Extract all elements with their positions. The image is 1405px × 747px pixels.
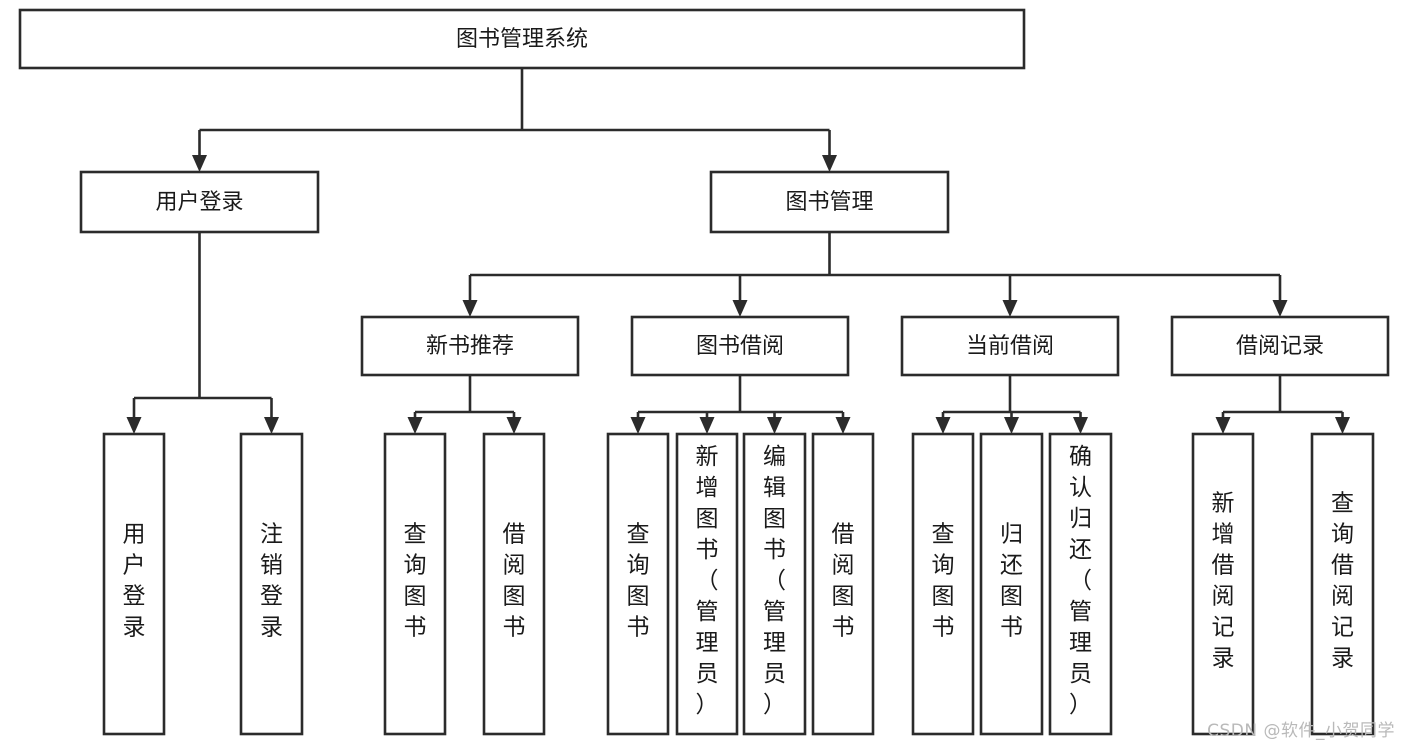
node-leaf-edit-book[interactable]: 编辑图书（管理员） (742, 432, 807, 736)
node-leaf-add-record-label: 新增借阅记录 (1212, 491, 1235, 672)
node-leaf-confirm-return[interactable]: 确认归还（管理员） (1048, 432, 1113, 736)
node-leaf-query-book-3[interactable]: 查询图书 (911, 432, 975, 736)
node-leaf-query-book-2[interactable]: 查询图书 (606, 432, 670, 736)
arrow-head-icon (126, 417, 142, 434)
node-user-login[interactable]: 用户登录 (79, 170, 320, 234)
arrow-head-icon (835, 417, 851, 434)
node-new-book-recommend[interactable]: 新书推荐 (360, 315, 580, 377)
node-book-management[interactable]: 图书管理 (709, 170, 950, 234)
node-book-management-label: 图书管理 (785, 190, 873, 215)
arrow-head-icon (1272, 300, 1288, 317)
node-leaf-add-record[interactable]: 新增借阅记录 (1191, 432, 1255, 736)
arrow-head-icon (1002, 300, 1018, 317)
arrow-head-icon (630, 417, 646, 434)
node-leaf-logout-box (239, 432, 304, 736)
node-current-borrow[interactable]: 当前借阅 (900, 315, 1120, 377)
node-leaf-confirm-return-label: 确认归还（管理员） (1069, 444, 1092, 718)
node-current-borrow-label: 当前借阅 (966, 334, 1054, 359)
node-leaf-borrow-book-1-label: 借阅图书 (503, 522, 526, 641)
node-leaf-edit-book-box (742, 432, 807, 736)
arrow-head-icon (699, 417, 715, 434)
arrow-head-icon (767, 417, 782, 434)
node-leaf-add-book-label: 新增图书（管理员） (696, 444, 719, 718)
node-leaf-borrow-book-1[interactable]: 借阅图书 (482, 432, 546, 736)
node-leaf-add-book-box (675, 432, 739, 736)
node-leaf-query-record[interactable]: 查询借阅记录 (1310, 432, 1375, 736)
node-leaf-query-record-box (1310, 432, 1375, 736)
arrow-head-icon (1215, 417, 1231, 434)
node-book-borrow[interactable]: 图书借阅 (630, 315, 850, 377)
node-leaf-add-record-box (1191, 432, 1255, 736)
arrow-head-icon (192, 155, 207, 172)
node-leaf-logout[interactable]: 注销登录 (239, 432, 304, 736)
node-user-login-label: 用户登录 (155, 190, 243, 215)
node-leaf-user-login-label: 用户登录 (123, 522, 146, 641)
node-borrow-record-box (1170, 315, 1390, 377)
node-leaf-logout-label: 注销登录 (260, 522, 283, 641)
node-leaf-return-book-box (979, 432, 1044, 736)
node-book-borrow-box (630, 315, 850, 377)
node-root-图书管理系统-label: 图书管理系统 (456, 27, 588, 52)
node-leaf-query-book-2-label: 查询图书 (627, 522, 650, 641)
node-leaf-query-book-2-box (606, 432, 670, 736)
node-leaf-borrow-book-1-box (482, 432, 546, 736)
node-leaf-add-book[interactable]: 新增图书（管理员） (675, 432, 739, 736)
node-root-图书管理系统-box (18, 8, 1026, 70)
node-leaf-query-book-3-label: 查询图书 (932, 522, 955, 641)
node-new-book-recommend-box (360, 315, 580, 377)
node-leaf-query-book-1-label: 查询图书 (404, 522, 427, 641)
connectors-layer (126, 68, 1350, 434)
node-leaf-query-book-1-box (383, 432, 447, 736)
arrow-head-icon (264, 417, 279, 434)
node-leaf-user-login-box (102, 432, 166, 736)
node-leaf-return-book[interactable]: 归还图书 (979, 432, 1044, 736)
arrow-head-icon (407, 417, 423, 434)
arrow-head-icon (462, 300, 478, 317)
node-leaf-borrow-book-2-box (811, 432, 875, 736)
node-current-borrow-box (900, 315, 1120, 377)
node-leaf-borrow-book-2[interactable]: 借阅图书 (811, 432, 875, 736)
node-leaf-user-login[interactable]: 用户登录 (102, 432, 166, 736)
node-leaf-confirm-return-box (1048, 432, 1113, 736)
arrow-head-icon (1335, 417, 1350, 434)
node-leaf-query-book-3-box (911, 432, 975, 736)
node-user-login-box (79, 170, 320, 234)
node-leaf-query-book-1[interactable]: 查询图书 (383, 432, 447, 736)
arrow-head-icon (935, 417, 951, 434)
node-new-book-recommend-label: 新书推荐 (426, 334, 514, 359)
arrow-head-icon (1004, 417, 1019, 434)
node-leaf-edit-book-label: 编辑图书（管理员） (763, 444, 786, 718)
arrow-head-icon (822, 155, 837, 172)
arrow-head-icon (1073, 417, 1088, 434)
node-book-borrow-label: 图书借阅 (696, 334, 784, 359)
arrow-head-icon (732, 300, 748, 317)
arrow-head-icon (506, 417, 522, 434)
node-leaf-query-record-label: 查询借阅记录 (1331, 491, 1354, 672)
node-borrow-record-label: 借阅记录 (1236, 334, 1324, 359)
node-root-图书管理系统[interactable]: 图书管理系统 (18, 8, 1026, 70)
node-leaf-return-book-label: 归还图书 (1000, 522, 1023, 641)
nodes-layer: 图书管理系统用户登录图书管理新书推荐图书借阅当前借阅借阅记录用户登录注销登录查询… (18, 8, 1390, 736)
node-borrow-record[interactable]: 借阅记录 (1170, 315, 1390, 377)
node-book-management-box (709, 170, 950, 234)
node-leaf-borrow-book-2-label: 借阅图书 (832, 522, 855, 641)
